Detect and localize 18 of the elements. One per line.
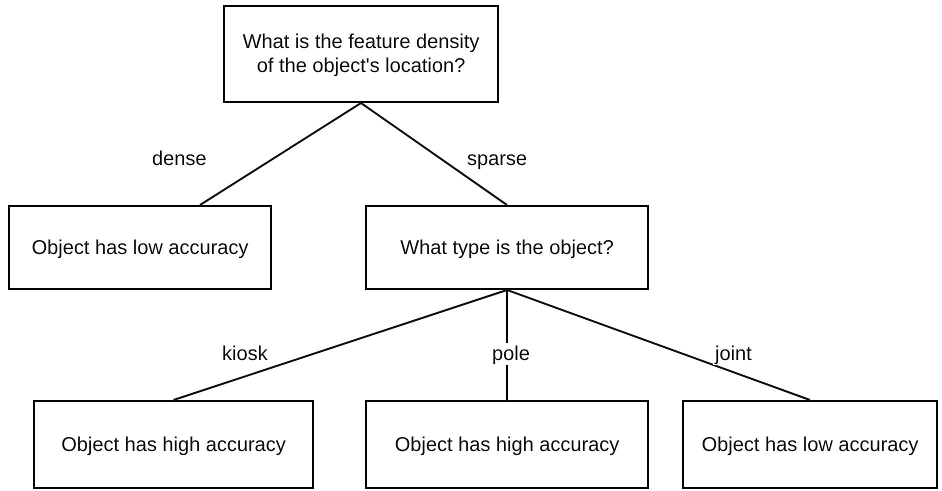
connector-line bbox=[173, 289, 508, 401]
decision-box bbox=[365, 205, 649, 290]
node-text: Object has high accuracy bbox=[60, 432, 287, 456]
node-text: Object has low accuracy bbox=[30, 236, 250, 260]
connector-line bbox=[199, 102, 362, 206]
edge-label: pole bbox=[490, 343, 532, 365]
node-text: What type is the object? bbox=[399, 236, 615, 260]
decision-box bbox=[223, 5, 499, 103]
connector-line bbox=[360, 102, 508, 206]
node-text: Object has high accuracy bbox=[394, 432, 620, 456]
edge-label: joint bbox=[713, 343, 754, 365]
outcome-box bbox=[365, 400, 649, 489]
connector-line bbox=[506, 289, 810, 401]
outcome-box bbox=[682, 400, 938, 489]
outcome-box bbox=[33, 400, 314, 489]
node-text: What is the feature density of the object's location? bbox=[242, 30, 480, 78]
outcome-box bbox=[8, 205, 272, 290]
node-text: Object has low accuracy bbox=[700, 432, 920, 456]
